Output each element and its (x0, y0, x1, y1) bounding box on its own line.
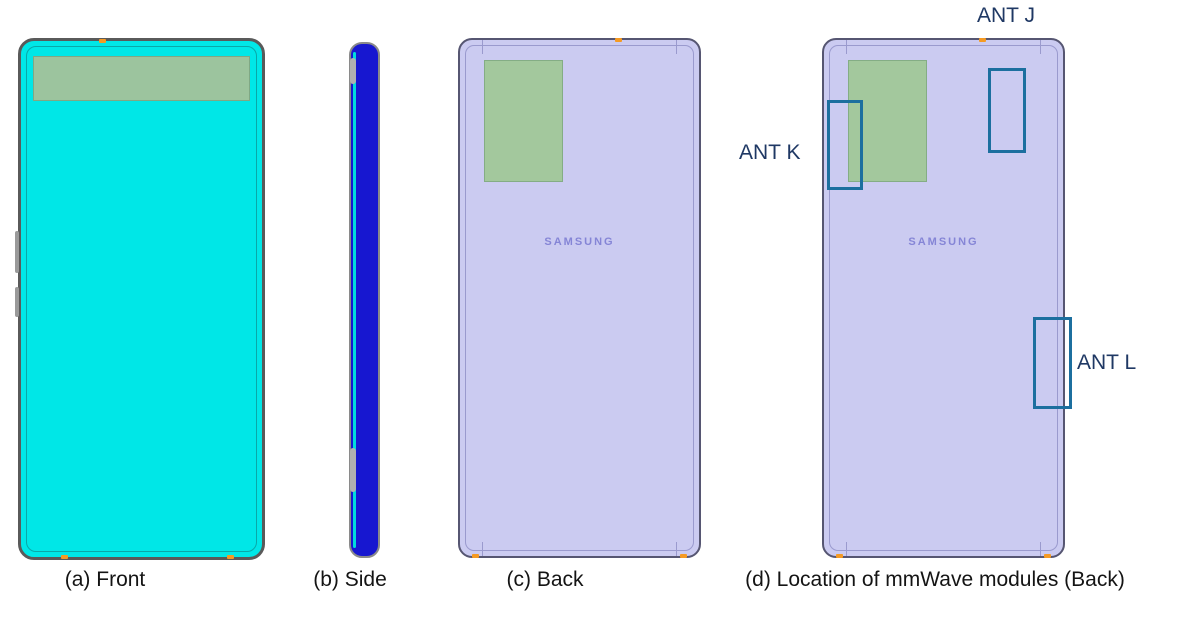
mmwave-back-view: SAMSUNG (822, 38, 1072, 558)
volume-button (15, 231, 19, 273)
ant-k-module-outline (827, 100, 863, 190)
antenna-seam (1040, 542, 1041, 556)
ant-l-label: ANT L (1077, 351, 1137, 374)
orange-mark (615, 38, 622, 42)
orange-mark (836, 554, 843, 558)
orange-mark (61, 555, 68, 559)
antenna-seam (482, 542, 483, 556)
side-front-glass-edge (353, 52, 356, 548)
back-inner-outline (465, 45, 694, 551)
antenna-seam (846, 542, 847, 556)
caption-back: (c) Back (506, 568, 584, 591)
orange-mark (99, 39, 106, 43)
antenna-seam (676, 542, 677, 556)
orange-mark (227, 555, 234, 559)
side-top-notch (350, 58, 356, 84)
antenna-seam (1040, 40, 1041, 54)
orange-mark (472, 554, 479, 558)
side-bottom-notch (350, 448, 356, 492)
side-view (349, 42, 380, 558)
front-view (15, 38, 265, 560)
front-screen-outline (26, 46, 257, 552)
orange-mark (680, 554, 687, 558)
ant-j-label: ANT J (977, 4, 1035, 27)
ant-j-module-outline (988, 68, 1026, 153)
caption-side: (b) Side (313, 568, 387, 591)
antenna-seam (482, 40, 483, 54)
orange-mark (1044, 554, 1051, 558)
caption-front: (a) Front (64, 568, 146, 591)
ant-k-label: ANT K (739, 141, 801, 164)
brand-logo: SAMSUNG (544, 236, 615, 248)
camera-module-region (484, 60, 563, 182)
orange-mark (979, 38, 986, 42)
power-button (15, 287, 19, 317)
ant-l-module-outline (1033, 317, 1072, 409)
antenna-seam (676, 40, 677, 54)
brand-logo: SAMSUNG (908, 236, 979, 248)
back-view: SAMSUNG (458, 38, 701, 558)
back-inner-outline (829, 45, 1058, 551)
caption-mmwave: (d) Location of mmWave modules (Back) (745, 568, 1125, 591)
front-top-sensor-region (33, 56, 250, 101)
antenna-seam (846, 40, 847, 54)
